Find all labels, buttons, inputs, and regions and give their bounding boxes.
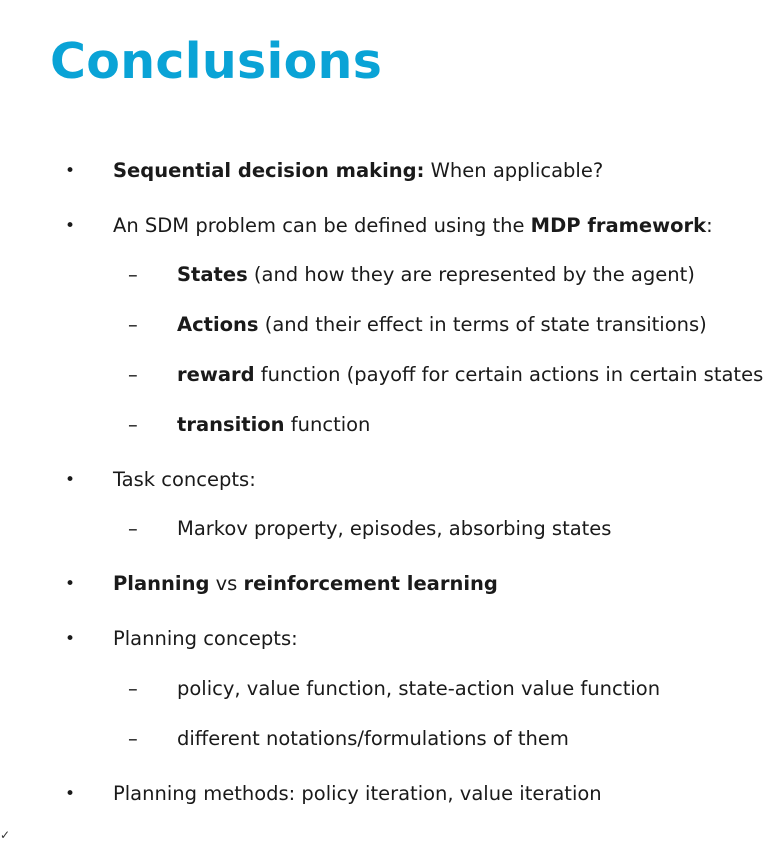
bullet-text: Planning methods: policy iteration, valu… bbox=[113, 782, 602, 805]
bullet-text: Planning concepts: bbox=[113, 627, 298, 650]
bullet-text: Planning vs reinforcement learning bbox=[113, 572, 498, 595]
bullet-glyph: • bbox=[65, 216, 76, 236]
sub-item-text: Markov property, episodes, absorbing sta… bbox=[177, 517, 612, 540]
dash-glyph: – bbox=[128, 727, 138, 750]
dash-glyph: – bbox=[128, 363, 138, 386]
bullet-glyph: • bbox=[65, 574, 76, 594]
bullet-text: Task concepts: bbox=[113, 468, 256, 491]
sub-item-text: policy, value function, state-action val… bbox=[177, 677, 661, 700]
dash-glyph: – bbox=[128, 313, 138, 336]
sub-item-text: reward function (payoff for certain acti… bbox=[177, 363, 763, 386]
bullet-text: Sequential decision making: When applica… bbox=[113, 159, 604, 182]
dash-glyph: – bbox=[128, 677, 138, 700]
bullet-glyph: • bbox=[65, 629, 76, 649]
bullet-glyph: • bbox=[65, 161, 76, 181]
sub-item-text: States (and how they are represented by … bbox=[177, 263, 695, 286]
dash-glyph: – bbox=[128, 263, 138, 286]
dash-glyph: – bbox=[128, 517, 138, 540]
dash-glyph: – bbox=[128, 413, 138, 436]
slide-title: Conclusions bbox=[50, 33, 383, 90]
bullet-glyph: • bbox=[65, 784, 76, 804]
corner-check-icon: ✓ bbox=[0, 828, 11, 842]
sub-item-text: transition function bbox=[177, 413, 371, 436]
sub-item-text: different notations/formulations of them bbox=[177, 727, 569, 750]
bullet-glyph: • bbox=[65, 470, 76, 490]
sub-item-text: Actions (and their effect in terms of st… bbox=[177, 313, 707, 336]
bullet-text: An SDM problem can be defined using the … bbox=[113, 214, 713, 237]
